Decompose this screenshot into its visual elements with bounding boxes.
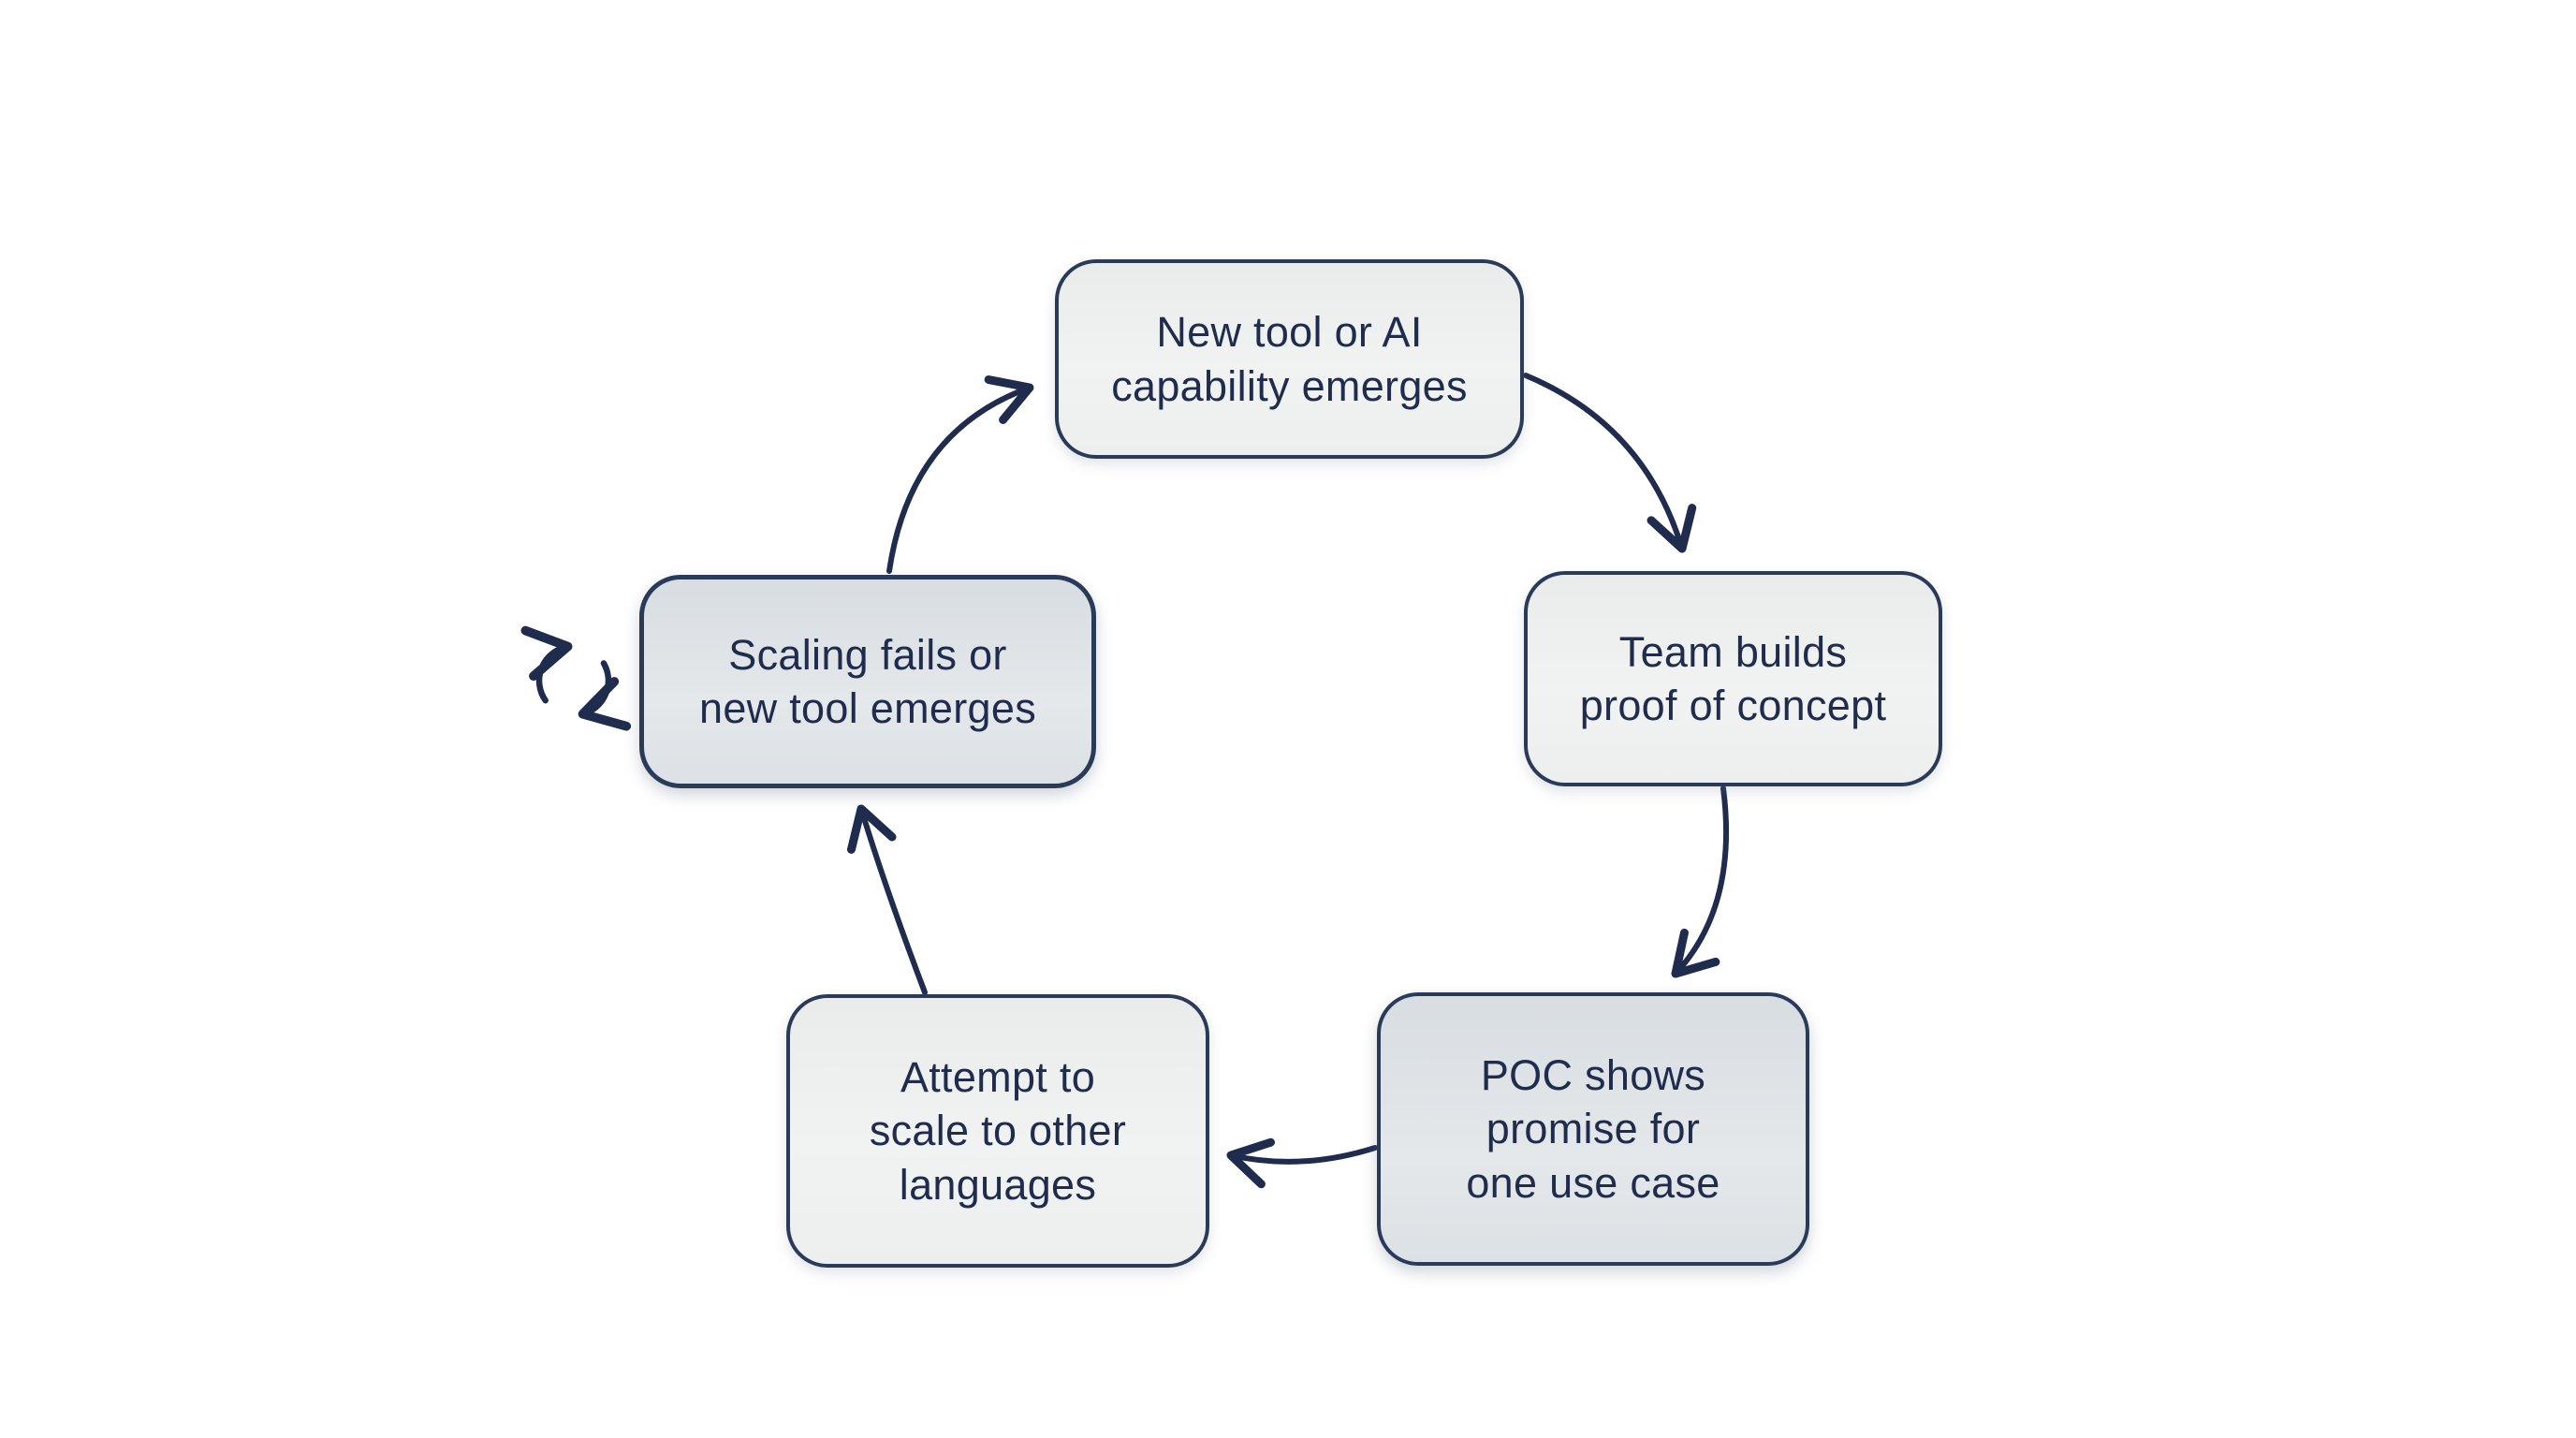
arrow-new-tool-to-team-builds <box>1523 373 1697 553</box>
node-team-builds: Team builds proof of concept <box>1524 571 1942 786</box>
arrow-scaling-fails-to-new-tool <box>886 375 1034 574</box>
node-poc-promise: POC shows promise for one use case <box>1377 992 1809 1266</box>
node-scaling-fails: Scaling fails or new tool emerges <box>639 575 1096 788</box>
arrow-attempt-scale-to-scaling-fails <box>846 804 928 995</box>
arrow-team-builds-to-poc-promise <box>1671 785 1730 978</box>
arrow-poc-promise-to-attempt-scale <box>1226 1137 1378 1189</box>
cycle-refresh-icon <box>520 625 632 731</box>
node-new-tool: New tool or AI capability emerges <box>1055 259 1524 459</box>
node-attempt-scale: Attempt to scale to other languages <box>786 994 1209 1268</box>
